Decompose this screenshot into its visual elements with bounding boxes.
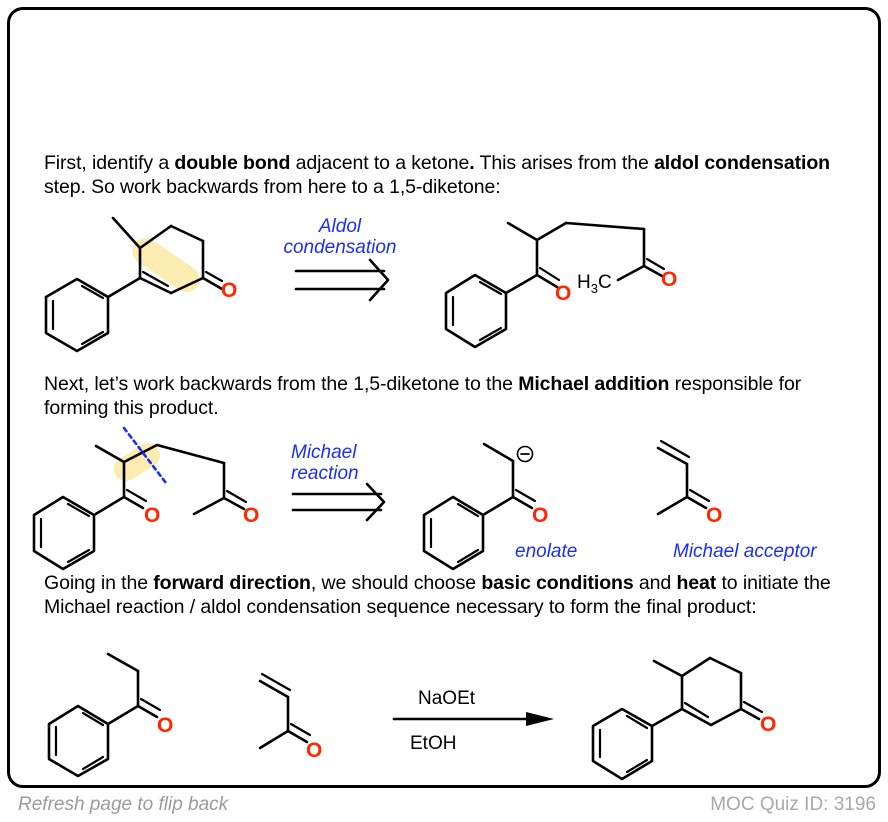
reaction-arrow — [392, 712, 554, 726]
oxygen-atom: O — [706, 504, 722, 527]
molecule-methyl-vinyl-ketone — [258, 672, 312, 750]
disconnection-line — [122, 426, 168, 485]
molecule-enone-product-2 — [591, 656, 764, 781]
solvent-etoh: EtOH — [410, 733, 456, 754]
oxygen-atom: O — [243, 504, 259, 527]
molecule-michael-acceptor — [656, 439, 711, 516]
bold-double-bond: double bond — [174, 152, 291, 174]
oxygen-atom: O — [532, 504, 548, 527]
bold-aldol-condensation: aldol condensation — [654, 152, 830, 174]
arrow-label-aldol: Aldol — [318, 216, 362, 237]
michael-acceptor-label: Michael acceptor — [673, 541, 817, 562]
negative-charge-icon — [516, 445, 534, 463]
oxygen-atom: O — [144, 504, 160, 527]
enolate-label: enolate — [515, 541, 577, 562]
molecule-enolate — [422, 442, 537, 571]
bold-michael-addition: Michael addition — [518, 373, 670, 395]
oxygen-atom: O — [306, 739, 322, 762]
oxygen-atom: O — [221, 279, 237, 302]
reagent-naoet: NaOEt — [418, 688, 476, 709]
paragraph-aldol-intro: First, identify a double bond adjacent t… — [44, 152, 830, 198]
molecule-1-5-diketone — [444, 221, 666, 349]
molecule-enone-product-1 — [44, 216, 224, 353]
arrow-label-michael: Michael — [291, 442, 357, 463]
paragraph-michael-intro: Next, let’s work backwards from the 1,5-… — [44, 373, 802, 419]
molecule-propiophenone — [47, 652, 162, 778]
quiz-card[interactable] — [7, 7, 881, 788]
bond-highlight — [113, 443, 161, 481]
scheme-michael-retrosynthesis: O O Michael reaction O enolate — [32, 426, 817, 571]
bold-forward-direction: forward direction — [153, 572, 311, 594]
quiz-id: MOC Quiz ID: 3196 — [710, 794, 876, 815]
methyl-group-label: H3C — [577, 272, 612, 296]
scheme-aldol-retrosynthesis: O Aldol condensation O O — [44, 216, 677, 353]
flip-back-hint: Refresh page to flip back — [18, 794, 229, 815]
oxygen-atom: O — [157, 714, 173, 737]
retrosynthesis-arrow-aldol — [294, 258, 390, 302]
molecule-1-5-diketone-cut — [32, 426, 248, 571]
arrow-label-condensation: condensation — [283, 237, 396, 258]
paragraph-forward-direction: Going in the forward direction, we shoul… — [44, 572, 831, 618]
scheme-forward-reaction: O O NaOEt EtOH — [47, 652, 776, 781]
double-bond-highlight — [132, 238, 200, 292]
oxygen-atom: O — [760, 713, 776, 736]
retrosynthesis-arrow-michael — [291, 482, 386, 522]
oxygen-atom: O — [555, 282, 571, 305]
bold-basic-conditions: basic conditions — [481, 572, 634, 594]
arrow-label-reaction: reaction — [291, 463, 359, 484]
oxygen-atom: O — [661, 268, 677, 291]
bold-heat: heat — [676, 572, 717, 594]
